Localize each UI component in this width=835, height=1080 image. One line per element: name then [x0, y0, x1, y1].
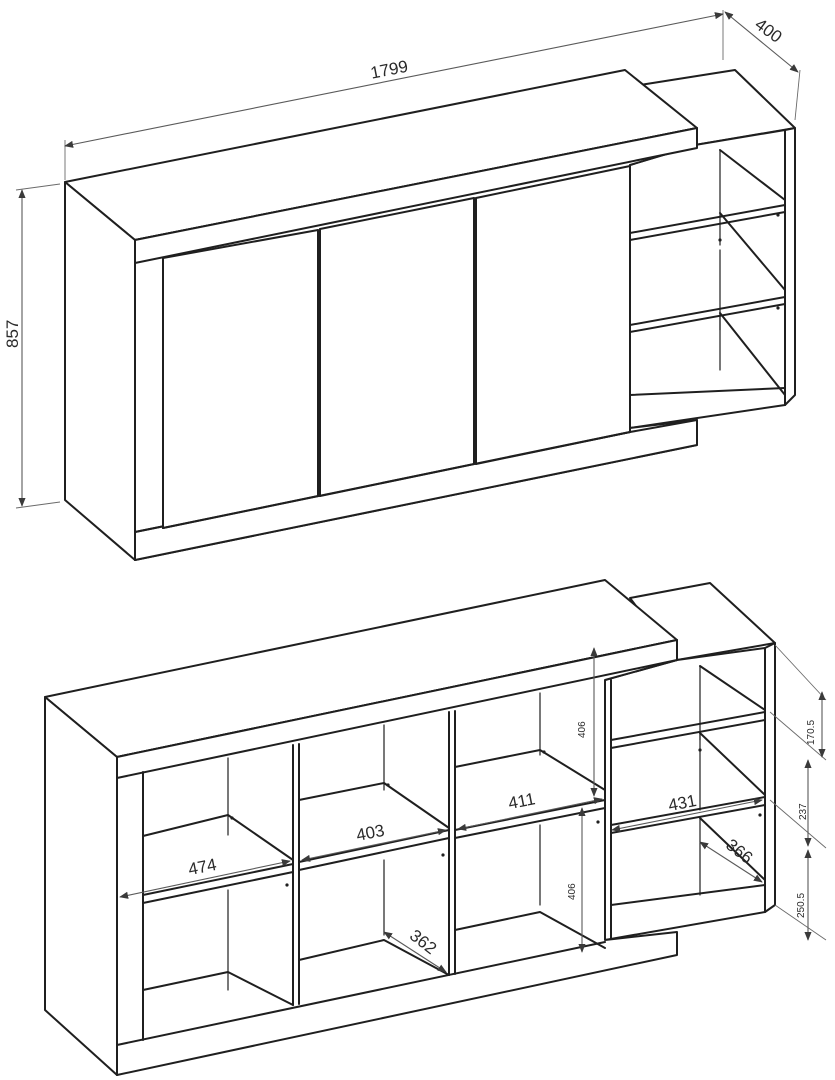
shelf-unit-side	[784, 127, 796, 406]
middle-shelf-height-label: 237	[798, 803, 809, 820]
depth-label: 400	[751, 15, 785, 47]
bottom-shelf-height-label: 250.5	[796, 893, 807, 918]
closed-sideboard-view: 1799 400 857	[3, 10, 801, 561]
cabinet-side	[64, 181, 136, 561]
compartment-3-width-label: 411	[507, 789, 537, 813]
top-shelf-height-label: 170.5	[806, 720, 817, 745]
open-cabinet-side	[44, 696, 118, 1076]
shelf-unit-front	[629, 129, 786, 429]
overall-width-label: 1799	[369, 57, 410, 83]
lower-opening-height-label: 406	[567, 883, 578, 900]
door-middle	[319, 197, 475, 497]
height-label: 857	[3, 320, 22, 348]
door-left	[162, 229, 319, 529]
open-sideboard-view: 474 403 411 431 362 366 406 406 170.5 23…	[44, 579, 827, 1076]
door-right	[475, 165, 631, 465]
upper-opening-height-label: 406	[577, 721, 588, 738]
open-shelf-unit-side	[764, 642, 776, 913]
